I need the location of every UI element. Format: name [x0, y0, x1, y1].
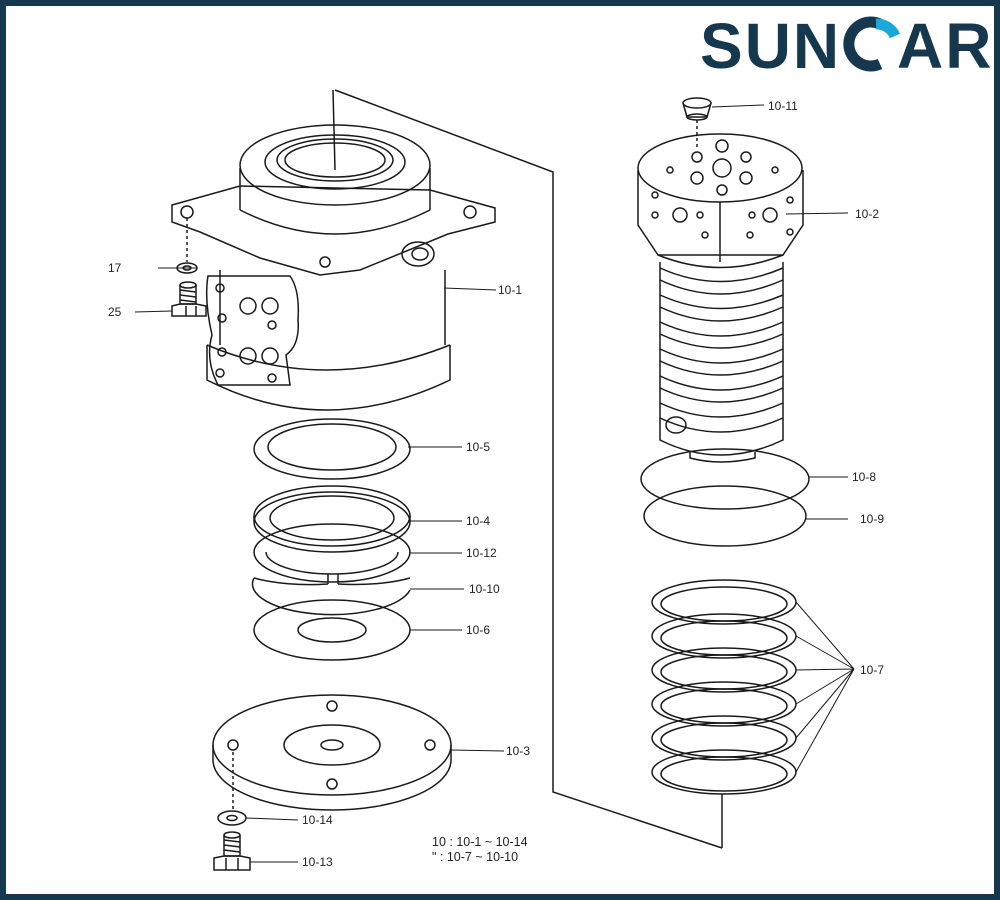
label-10-14: 10-14 [302, 813, 333, 827]
label-10-5: 10-5 [466, 440, 490, 454]
part-10-2-rotor [637, 133, 804, 463]
part-10-10-split-ring [251, 574, 411, 616]
brand-name-right: AR [897, 10, 993, 82]
part-10-3-cover [212, 694, 452, 811]
label-25: 25 [108, 305, 122, 319]
label-10-4: 10-4 [466, 514, 490, 528]
center-axis-line [332, 89, 336, 171]
label-10-1: 10-1 [498, 283, 522, 297]
part-10-1-body [171, 124, 496, 411]
part-10-5-ring [253, 418, 411, 480]
part-10-11-plug [682, 97, 712, 148]
label-10-8: 10-8 [852, 470, 876, 484]
label-10-6: 10-6 [466, 623, 490, 637]
note-line-1: 10 : 10-1 ~ 10-14 [432, 835, 528, 849]
part-10-12-ring [253, 523, 411, 583]
brand-logo: SUN AR [700, 10, 993, 82]
label-10-9: 10-9 [860, 512, 884, 526]
note-line-2: " : 10-7 ~ 10-10 [432, 850, 518, 864]
brand-name-left: SUN [700, 10, 841, 82]
part-10-6-washer [253, 599, 411, 661]
c-arc-logo-icon [843, 16, 901, 72]
part-10-9-o-ring [643, 485, 807, 547]
leader-lines [134, 104, 855, 863]
part-10-14-washer [217, 810, 247, 826]
label-10-10: 10-10 [469, 582, 500, 596]
part-25-bolt [171, 281, 207, 317]
assembly-guide-line [334, 89, 723, 849]
part-10-8-o-ring [640, 448, 810, 510]
label-10-7: 10-7 [860, 663, 884, 677]
label-10-11: 10-11 [768, 99, 798, 113]
label-10-13: 10-13 [302, 855, 333, 869]
part-10-4-ring [253, 485, 411, 553]
label-17: 17 [108, 261, 122, 275]
part-10-13-bolt [213, 831, 251, 871]
assembly-notes: 10 : 10-1 ~ 10-14 " : 10-7 ~ 10-10 [432, 835, 528, 864]
label-10-3: 10-3 [506, 744, 530, 758]
label-10-12: 10-12 [466, 546, 497, 560]
part-10-7-ring-stack [651, 579, 797, 848]
label-10-2: 10-2 [855, 207, 879, 221]
part-labels: 10-1 10-2 10-3 10-4 10-5 10-6 10-7 10-8 … [108, 99, 884, 869]
